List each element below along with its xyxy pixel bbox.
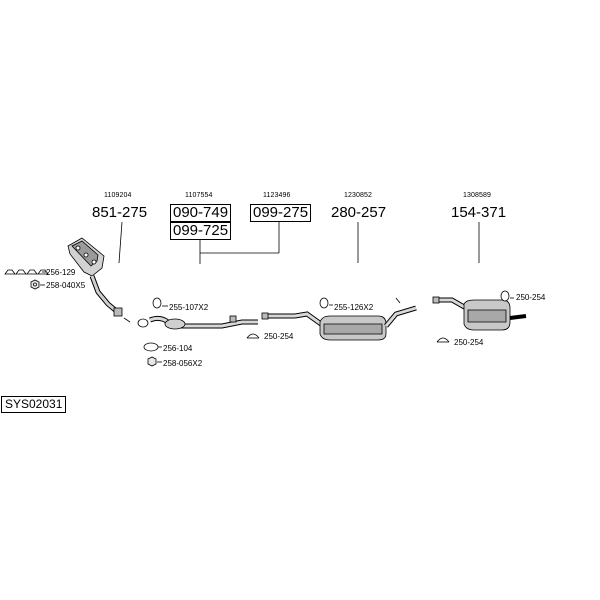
manifold-icon bbox=[67, 237, 131, 323]
gasket-set-icon bbox=[4, 269, 49, 275]
front-pipe-icon bbox=[137, 315, 258, 330]
hanger-middle-icon bbox=[319, 297, 333, 309]
part-number-851-275[interactable]: 851-275 bbox=[92, 204, 148, 221]
accessory-label-nut-set[interactable]: 258-040X5 bbox=[46, 281, 86, 290]
ref-number-5: 1308589 bbox=[463, 192, 491, 199]
rear-muffler-icon bbox=[432, 296, 527, 331]
accessory-label-nut-front[interactable]: 258-056X2 bbox=[163, 359, 203, 368]
part-number-099-275[interactable]: 099-275 bbox=[250, 204, 312, 222]
ref-number-2: 1107554 bbox=[185, 192, 213, 199]
accessory-label-hanger-rear[interactable]: 250-254 bbox=[516, 293, 546, 302]
hanger-rear-icon bbox=[500, 290, 514, 302]
middle-muffler-icon bbox=[261, 297, 417, 341]
ring-icon bbox=[143, 342, 162, 352]
accessory-label-clamp-front[interactable]: 255-107X2 bbox=[169, 303, 209, 312]
clamp-middle-icon bbox=[246, 333, 260, 339]
leader-line-1 bbox=[118, 221, 123, 264]
accessory-label-clamp-rear[interactable]: 250-254 bbox=[454, 338, 484, 347]
system-id-label: SYS02031 bbox=[1, 396, 67, 413]
ref-number-3: 1123496 bbox=[263, 192, 291, 199]
part-number-099-725[interactable]: 099-725 bbox=[170, 222, 232, 240]
ref-number-4: 1230852 bbox=[344, 192, 372, 199]
part-number-090-749[interactable]: 090-749 bbox=[170, 204, 232, 222]
accessory-label-clamp-middle[interactable]: 250-254 bbox=[264, 332, 294, 341]
nut-icon bbox=[30, 279, 45, 290]
part-number-280-257[interactable]: 280-257 bbox=[331, 204, 387, 221]
clamp-rear-icon bbox=[436, 337, 450, 343]
accessory-label-ring[interactable]: 256-104 bbox=[163, 344, 193, 353]
accessory-label-gasket-set[interactable]: 256-129 bbox=[46, 268, 76, 277]
ref-number-1: 1109204 bbox=[104, 192, 132, 199]
part-number-154-371[interactable]: 154-371 bbox=[451, 204, 507, 221]
nut-front-icon bbox=[147, 356, 162, 367]
accessory-label-hanger-middle[interactable]: 255-126X2 bbox=[334, 303, 374, 312]
clamp-front-icon bbox=[152, 297, 168, 309]
